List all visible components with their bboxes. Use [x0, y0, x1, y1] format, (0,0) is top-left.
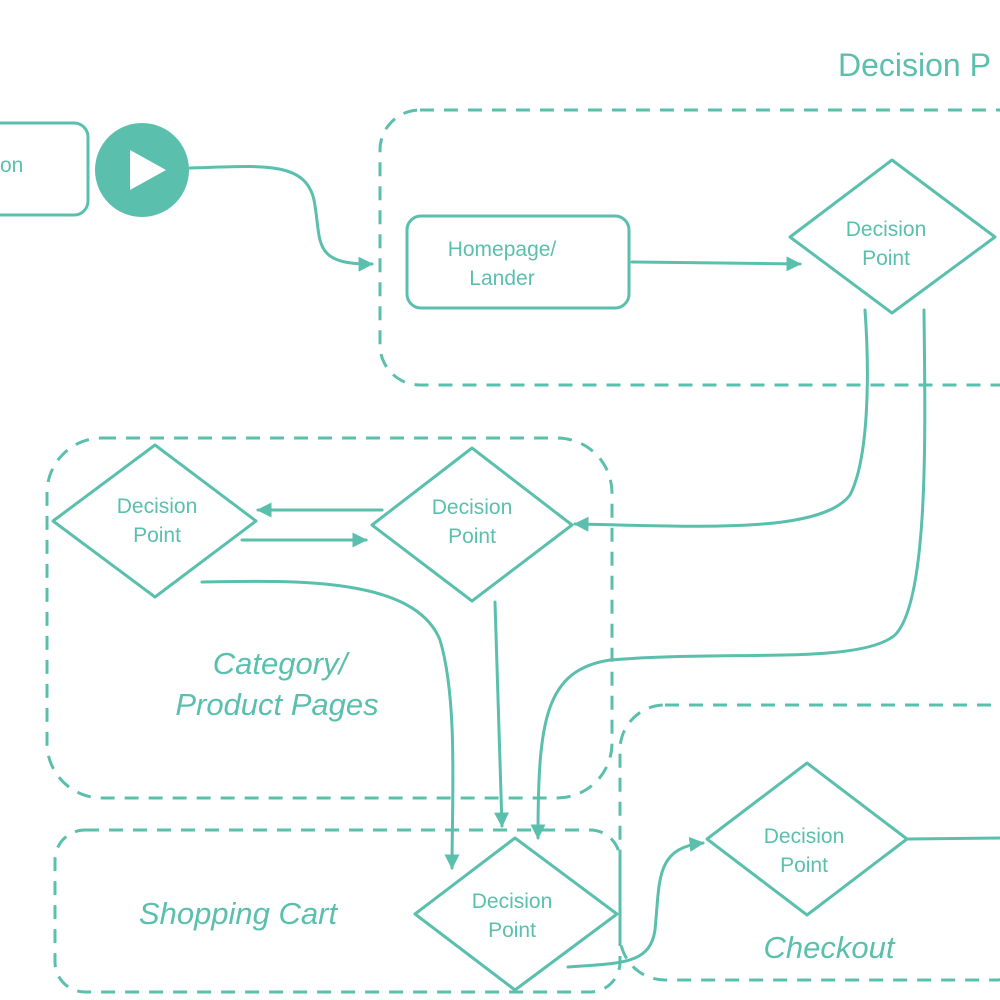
- play-icon: [95, 123, 189, 217]
- arrow-homepage-to-decision: [630, 256, 802, 272]
- arrow-decision-to-category: [573, 308, 869, 532]
- decision-label-2: Point: [448, 525, 496, 548]
- group-category: [45, 436, 614, 800]
- decision-point-top: Decision Point: [788, 158, 997, 315]
- decision-point-cart: Decision Point: [413, 836, 619, 992]
- arrow-start-to-homepage: [188, 164, 374, 272]
- decision-label-1: Decision: [764, 825, 845, 848]
- homepage-box: [405, 214, 631, 310]
- start-box: [0, 121, 90, 217]
- checkout-label: Checkout: [764, 930, 896, 965]
- homepage-label-1: Homepage/: [448, 238, 557, 261]
- decision-point-category-left: Decision Point: [51, 443, 258, 599]
- decision-label-2: Point: [862, 247, 910, 270]
- group-homepage: [378, 108, 1000, 387]
- group-checkout: [618, 703, 1000, 982]
- arrow-category-right-to-cart: [493, 600, 510, 828]
- decision-label-1: Decision: [432, 496, 513, 519]
- decision-point-category-right: Decision Point: [370, 446, 574, 603]
- shopping-cart-label: Shopping Cart: [139, 896, 339, 931]
- category-group-label-2: Product Pages: [175, 687, 378, 722]
- decision-label-2: Point: [488, 919, 536, 942]
- decision-label-1: Decision: [117, 495, 198, 518]
- decision-label-2: Point: [133, 524, 181, 547]
- decision-label-1: Decision: [472, 890, 553, 913]
- decision-label-1: Decision: [846, 218, 927, 241]
- decision-point-checkout: Decision Point: [705, 761, 909, 917]
- arrow-decision-to-cart: [530, 308, 927, 840]
- start-box-label: on: [0, 154, 23, 177]
- homepage-label-2: Lander: [469, 267, 534, 290]
- category-group-label-1: Category/: [213, 646, 351, 681]
- line-checkout-out: [906, 836, 1000, 841]
- arrow-category-left-to-cart: [200, 579, 460, 870]
- decision-label-2: Point: [780, 854, 828, 877]
- arrow-cart-to-checkout: [566, 836, 705, 969]
- diagram-title: Decision P: [838, 47, 991, 83]
